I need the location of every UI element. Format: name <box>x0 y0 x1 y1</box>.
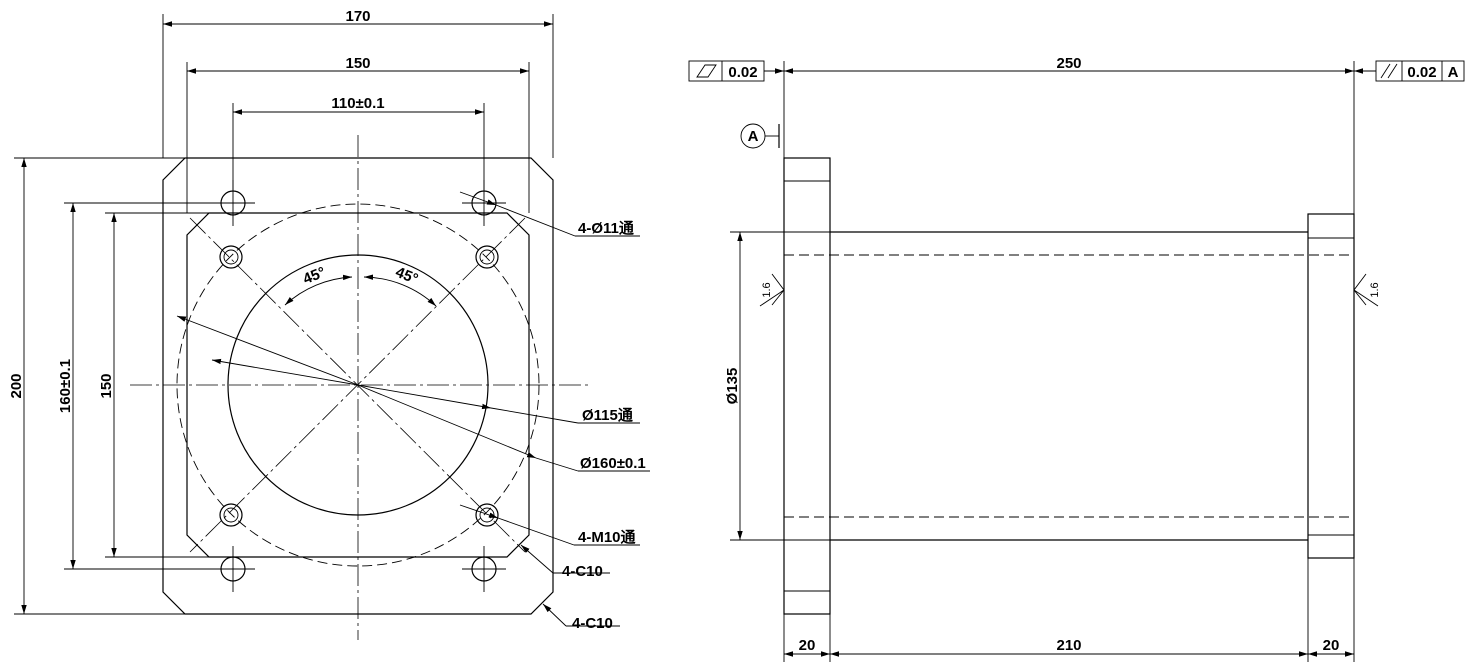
parallel-value: 0.02 <box>1407 64 1436 81</box>
callout-pcd: Ø160±0.1 <box>580 455 646 472</box>
pcd-circle <box>176 203 540 567</box>
dim-middle: 210 <box>1056 637 1081 654</box>
roughness-left-symbol: 1.6 <box>759 273 785 307</box>
flatness-icon <box>696 64 717 78</box>
inner-plate-outline <box>186 212 530 558</box>
angle-left: 45° <box>301 264 328 288</box>
dim-hole-spacing: 110±0.1 <box>331 95 384 112</box>
dim-height-outer: 200 <box>8 373 25 398</box>
roughness-left: 1.6 <box>761 282 773 297</box>
roughness-right-symbol: 1.6 <box>1353 273 1381 307</box>
datum-symbol: A <box>740 123 780 149</box>
callout-bore: Ø115通 <box>582 407 633 424</box>
dim-width-outer: 170 <box>345 8 370 25</box>
side-view: 0.02 0.02 A 250 A Ø135 <box>688 55 1465 662</box>
front-view: 170 150 110±0.1 200 160±0.1 150 45° 45° <box>8 8 650 640</box>
dim-height-inner: 150 <box>98 373 115 398</box>
flatness-value: 0.02 <box>728 64 757 81</box>
dim-width-inner: 150 <box>345 55 370 72</box>
right-flange <box>1307 213 1355 559</box>
parallel-icon <box>1380 63 1391 79</box>
dim-diameter: Ø135 <box>724 368 741 405</box>
callout-chamfer-inner: 4-C10 <box>562 563 603 580</box>
parallel-datum: A <box>1448 64 1459 81</box>
flatness-frame: 0.02 <box>688 60 765 82</box>
callout-chamfer-outer: 4-C10 <box>572 615 613 632</box>
dim-length: 250 <box>1056 55 1081 72</box>
datum-label: A <box>748 128 759 145</box>
bore-circle <box>227 254 489 516</box>
threaded-holes <box>219 245 499 527</box>
outer-plate-outline <box>162 157 554 615</box>
left-flange <box>783 157 831 615</box>
dim-height-holes: 160±0.1 <box>57 359 74 413</box>
angle-right: 45° <box>393 264 420 288</box>
dim-left-flange: 20 <box>799 637 816 654</box>
callout-through-holes: 4-Ø11通 <box>578 220 634 237</box>
parallelism-frame: 0.02 A <box>1375 60 1465 82</box>
through-holes <box>211 180 506 592</box>
dim-right-flange: 20 <box>1323 637 1340 654</box>
roughness-right: 1.6 <box>1369 282 1381 297</box>
callout-threaded: 4-M10通 <box>578 529 636 546</box>
